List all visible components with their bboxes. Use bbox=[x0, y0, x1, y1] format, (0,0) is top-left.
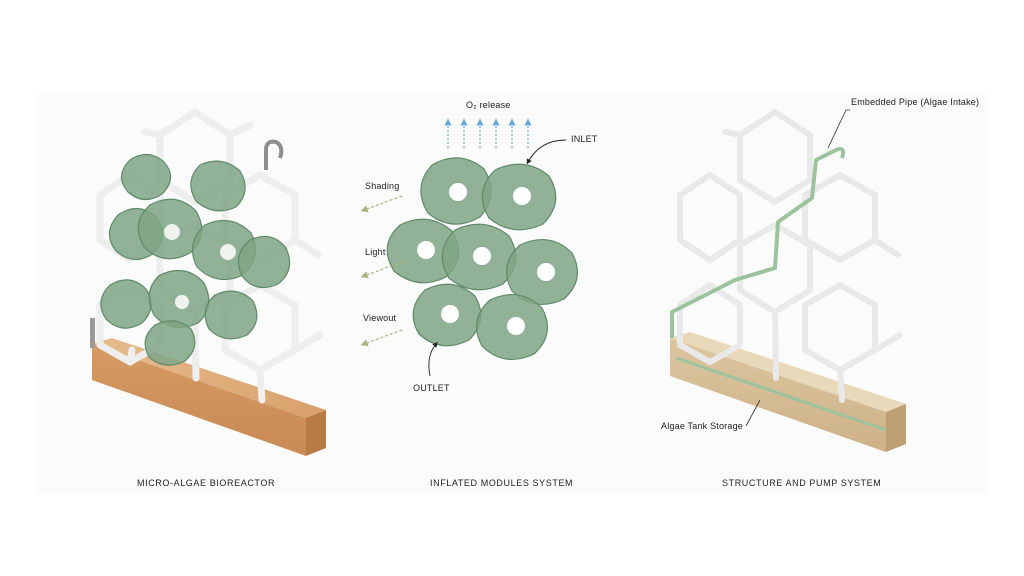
bioreactor-illustration bbox=[90, 108, 326, 456]
viewout-label: Viewout bbox=[363, 313, 397, 323]
side-arrows bbox=[360, 195, 403, 347]
shading-label: Shading bbox=[365, 181, 400, 191]
outlet-pointer bbox=[428, 341, 438, 377]
support-rod bbox=[90, 318, 95, 348]
embedded-pipe-label: Embedded Pipe (Algae Intake) bbox=[851, 97, 980, 107]
hook-pipe bbox=[264, 139, 284, 170]
caption-inflated-modules: INFLATED MODULES SYSTEM bbox=[430, 478, 574, 488]
caption-structure-pump: STRUCTURE AND PUMP SYSTEM bbox=[722, 478, 882, 488]
inlet-label: INLET bbox=[571, 134, 598, 144]
caption-bioreactor: MICRO-ALGAE BIOREACTOR bbox=[137, 478, 276, 488]
embedded-pipe bbox=[670, 147, 846, 338]
module-openings bbox=[164, 224, 236, 309]
inflated-modules-illustration bbox=[360, 118, 579, 377]
inlet-pointer bbox=[526, 139, 567, 165]
pipe-callout-line bbox=[827, 109, 850, 149]
tank-storage-label: Algae Tank Storage bbox=[661, 421, 743, 431]
structure-pump-illustration bbox=[670, 109, 906, 452]
inflated-openings bbox=[417, 183, 555, 335]
light-label: Light bbox=[365, 247, 386, 257]
outlet-label: OUTLET bbox=[413, 383, 450, 393]
hex-frame-right bbox=[677, 109, 903, 403]
tank-liquid-line bbox=[675, 356, 887, 432]
tank-callout-line bbox=[745, 399, 761, 427]
o2-release-arrows bbox=[444, 118, 532, 148]
o2-release-label: O₂ release bbox=[466, 100, 511, 110]
